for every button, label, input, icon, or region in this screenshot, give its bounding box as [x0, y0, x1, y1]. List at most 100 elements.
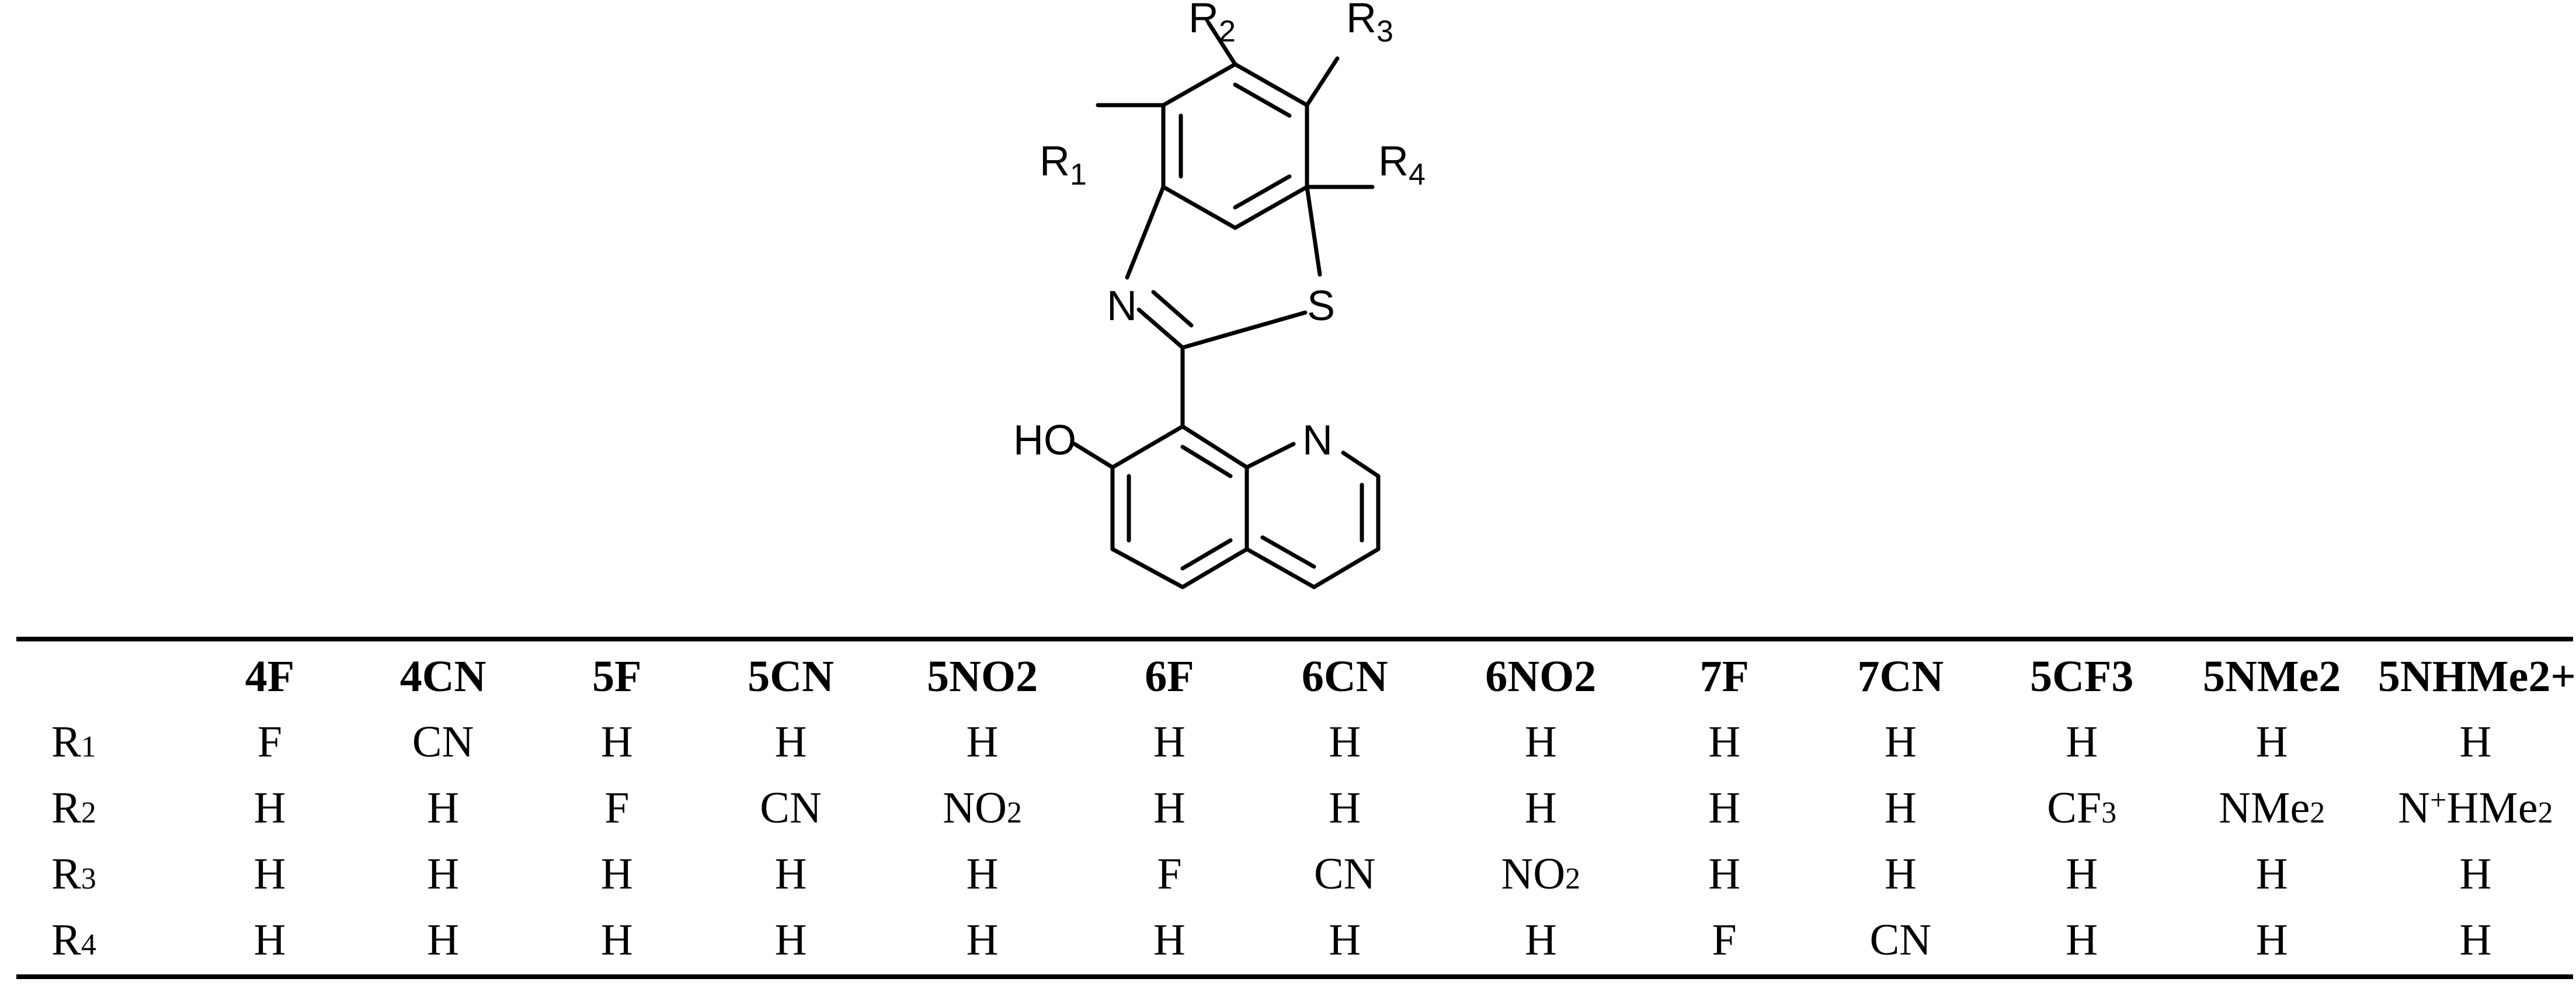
cell-text: H: [774, 915, 807, 964]
table-cell: H: [703, 709, 879, 775]
chemical-structure: R2 R3 R1 R4 N S HO N: [1013, 0, 1426, 589]
column-header: 6CN: [1301, 651, 1388, 701]
row-header: R1: [16, 709, 185, 775]
svg-text:R4: R4: [1378, 138, 1426, 192]
cell-text: H: [1524, 783, 1557, 832]
table-cell: H: [879, 841, 1085, 907]
row-header: R3: [16, 841, 185, 907]
table-cell: H: [1436, 709, 1645, 775]
r3-subscript: 3: [1376, 15, 1393, 48]
column-header: 5NO2: [927, 651, 1038, 701]
column-header: 5CF3: [2030, 651, 2134, 701]
cell-text: F: [1712, 915, 1737, 964]
cell-subscript: 2: [1006, 796, 1022, 830]
table-cell: H: [1803, 841, 1998, 907]
table-cell: H: [1253, 775, 1436, 841]
cell-text: H: [1524, 717, 1557, 766]
cell-text: CN: [760, 783, 822, 832]
cell-text: H: [1884, 717, 1917, 766]
table-cell: H: [185, 841, 355, 907]
cell-text: H: [427, 783, 460, 832]
r1-label: R: [1040, 138, 1070, 185]
column-header: 5F: [592, 651, 642, 701]
quinoline-nitrogen-label: N: [1302, 417, 1333, 464]
cell-text: H: [2255, 915, 2288, 964]
table-cell: H: [1998, 841, 2166, 907]
hydroxyl-label: HO: [1013, 417, 1076, 464]
table-cell: H: [1645, 709, 1803, 775]
table-cell: H: [879, 709, 1085, 775]
cell-text: CN: [1313, 849, 1376, 898]
column-header: 7F: [1699, 651, 1749, 701]
cell-text: NO: [943, 783, 1007, 832]
table-cell: H: [1086, 907, 1254, 973]
table-cell: H: [1803, 709, 1998, 775]
r3-label: R: [1346, 0, 1376, 41]
table-cell: CF3: [1998, 775, 2166, 841]
r2-label: R: [1188, 0, 1219, 41]
cell-text: H: [253, 915, 286, 964]
cell-text: H: [2066, 717, 2098, 766]
row-header: R4: [16, 907, 185, 973]
cell-text: H: [253, 783, 286, 832]
cell-text: H: [1329, 717, 1361, 766]
cell-subscript: 2: [2537, 796, 2553, 830]
table-cell: H: [2378, 709, 2573, 775]
table-cell: H: [531, 709, 703, 775]
row-label-subscript: 1: [81, 730, 96, 764]
header-row: 4F 4CN 5F 5CN 5NO2 6F 6CN 6NO2 7F 7CN 5C…: [16, 644, 2576, 709]
column-header: 7CN: [1857, 651, 1944, 701]
table-cell: H: [703, 907, 879, 973]
cell-text: H: [600, 717, 633, 766]
table-cell: CN: [1253, 841, 1436, 907]
row-label: R: [51, 717, 81, 766]
table-cell: N+HMe2: [2378, 775, 2573, 841]
column-header: 4F: [245, 651, 295, 701]
cell-text: H: [1524, 915, 1557, 964]
cell-text: H: [1153, 915, 1186, 964]
table-cell: H: [185, 907, 355, 973]
svg-text:R2: R2: [1188, 0, 1236, 48]
thiazole-ring: [1125, 185, 1322, 350]
row-label: R: [51, 783, 81, 832]
cell-text: H: [2066, 915, 2098, 964]
cell-text: H: [774, 717, 807, 766]
benzothiazolyl-hydroxyquinoline-structure: R2 R3 R1 R4 N S HO N: [1013, 0, 1426, 589]
row-label-subscript: 3: [81, 862, 96, 896]
table-cell: H: [531, 841, 703, 907]
thiazole-nitrogen-label: N: [1107, 283, 1137, 329]
table-cell: H: [185, 775, 355, 841]
cell-text: H: [1708, 783, 1741, 832]
cell-text: H: [1708, 849, 1741, 898]
table-cell: CN: [703, 775, 879, 841]
table-cell: H: [354, 907, 531, 973]
cell-text: H: [774, 849, 807, 898]
table-cell: H: [2378, 907, 2573, 973]
cell-text: H: [1708, 717, 1741, 766]
cell-text: F: [257, 717, 283, 766]
column-header: 6F: [1145, 651, 1194, 701]
table-cell: H: [1086, 775, 1254, 841]
row-label: R: [51, 915, 81, 964]
cell-text: H: [2066, 849, 2098, 898]
benzene-ring: [1161, 62, 1309, 230]
cell-subscript: 2: [1565, 862, 1581, 896]
cell-text: F: [1157, 849, 1182, 898]
cell-text: H: [2255, 717, 2288, 766]
cell-text: CN: [412, 717, 474, 766]
cell-text: CF: [2047, 783, 2102, 832]
table-cell: H: [354, 775, 531, 841]
cell-subscript: 3: [2101, 796, 2117, 830]
table-cell: H: [1803, 775, 1998, 841]
column-header: 5CN: [748, 651, 834, 701]
r4-subscript: 4: [1409, 158, 1426, 192]
table-top-rule: [16, 637, 2573, 641]
row-label: R: [51, 849, 81, 898]
row-label-subscript: 4: [81, 928, 96, 962]
table-cell: F: [1645, 907, 1803, 973]
svg-text:R1: R1: [1040, 138, 1087, 192]
table-cell: F: [531, 775, 703, 841]
table-cell: H: [1998, 709, 2166, 775]
cell-text: H: [600, 849, 633, 898]
